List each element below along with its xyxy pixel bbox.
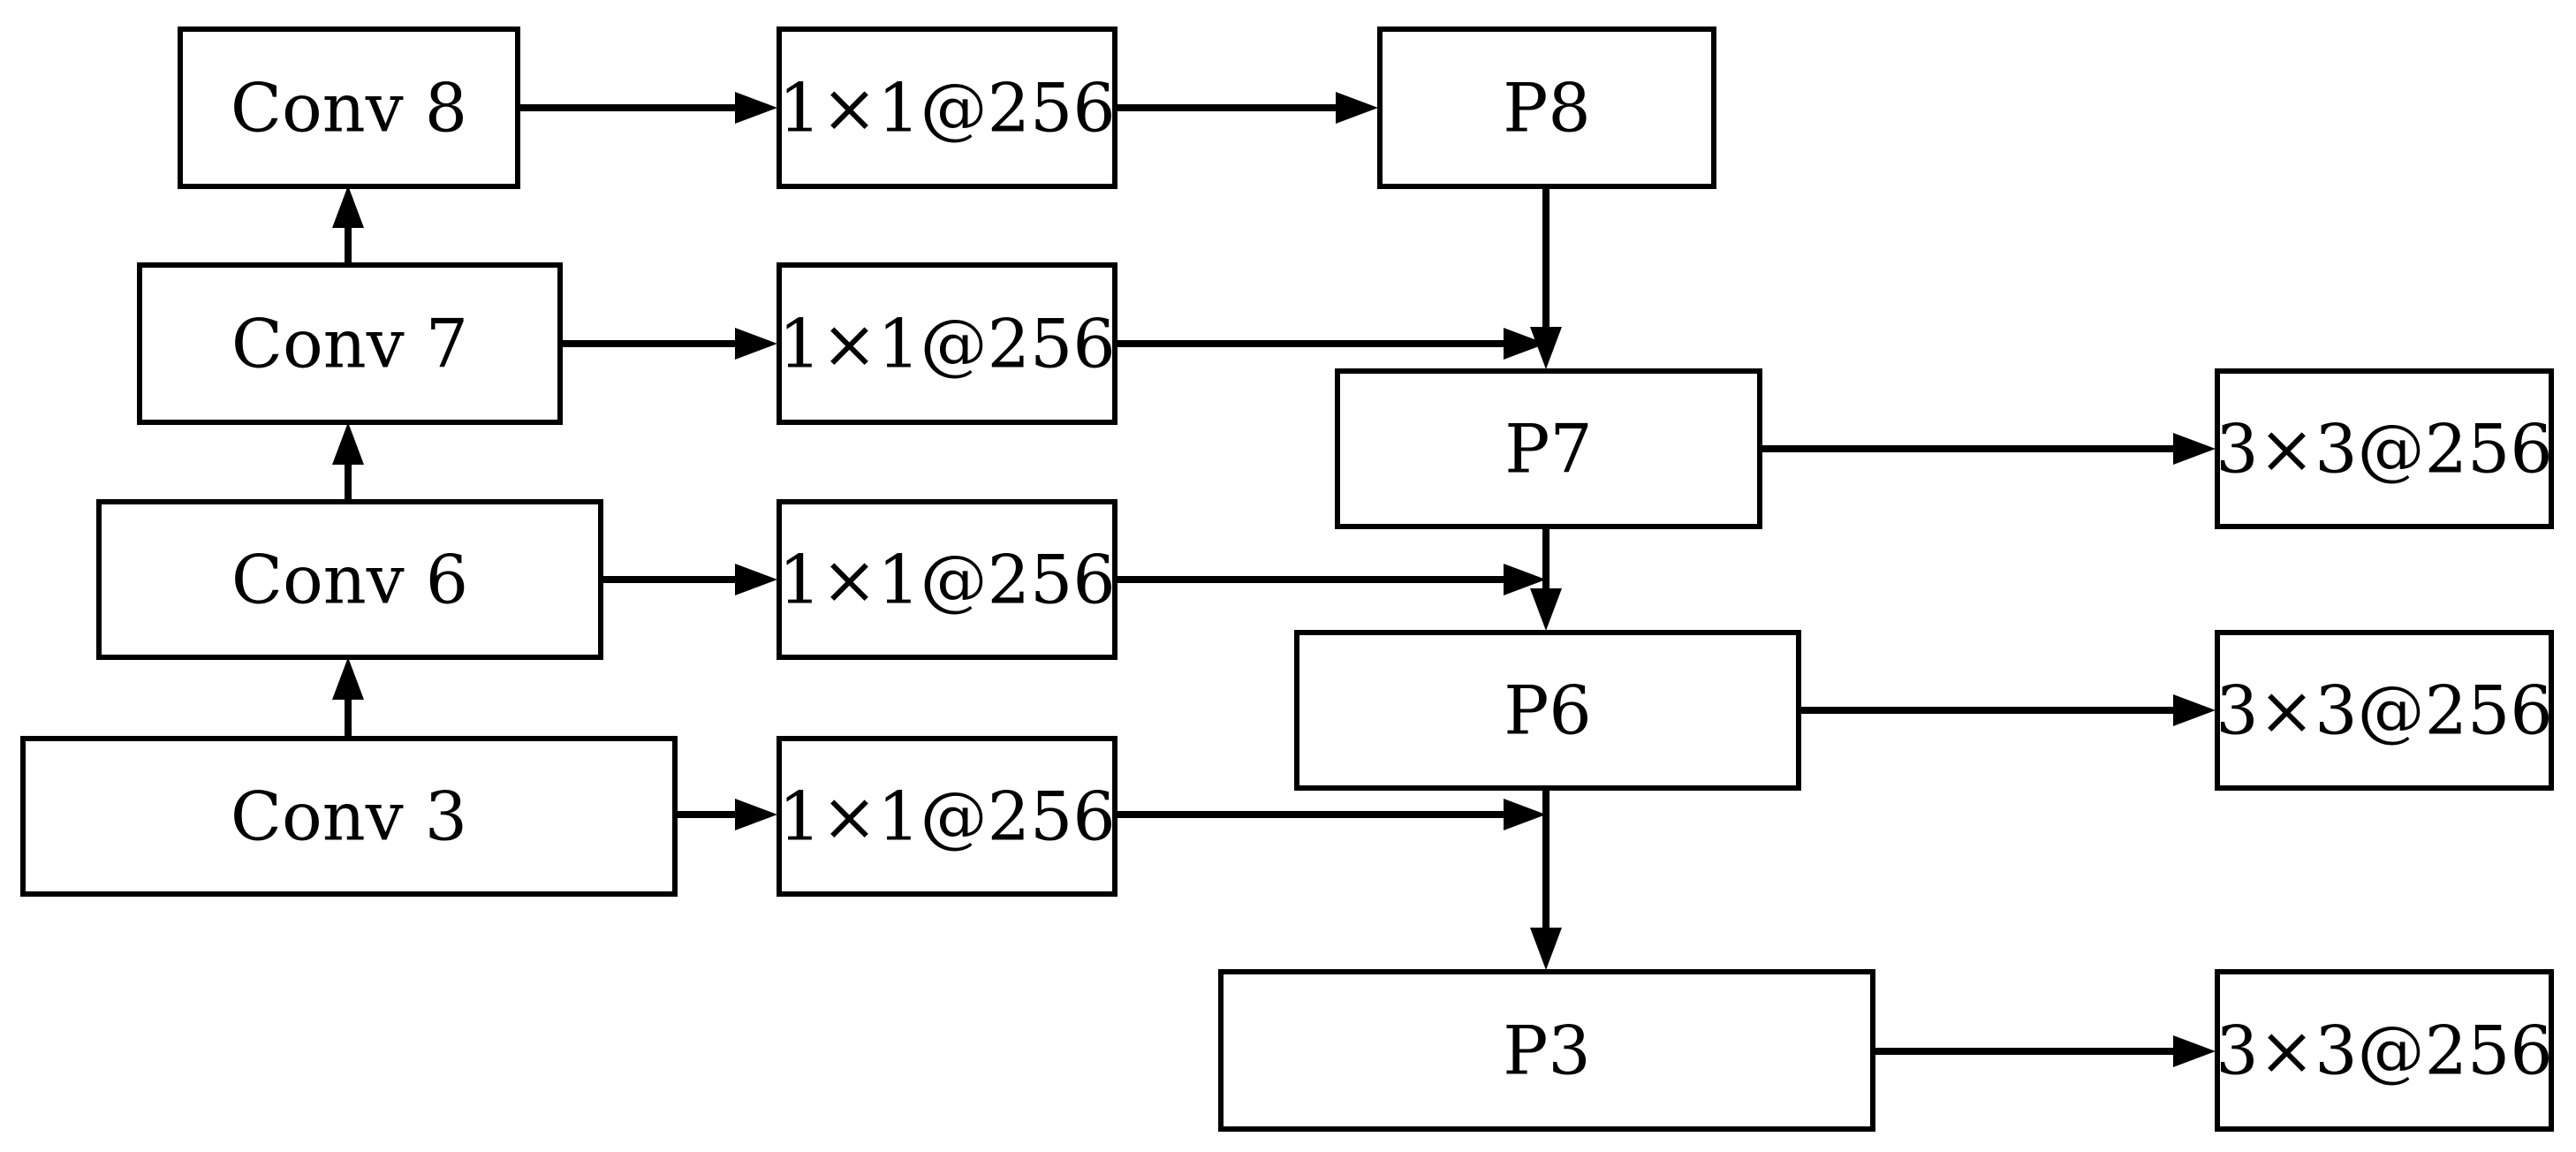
edge-lat8-to-p8: [1115, 92, 1378, 124]
edge-conv7-to-lat7: [560, 328, 777, 360]
node-conv3: Conv 3: [20, 736, 678, 897]
node-output-conv-6: 3×3@256: [2215, 630, 2554, 791]
node-lateral-conv-6: 1×1@256: [777, 499, 1118, 660]
node-p3-label: P3: [1503, 1012, 1591, 1090]
edge-lat6-to-p6: [1115, 564, 1546, 595]
node-lateral-conv-3: 1×1@256: [777, 736, 1118, 897]
node-conv3-label: Conv 3: [231, 777, 467, 856]
node-lateral-conv-6-label: 1×1@256: [778, 541, 1115, 619]
node-lateral-conv-8: 1×1@256: [777, 27, 1118, 189]
node-p8: P8: [1377, 27, 1716, 189]
node-p3: P3: [1218, 969, 1875, 1132]
node-p7: P7: [1335, 368, 1762, 529]
edge-p6-to-out6: [1799, 694, 2216, 726]
edge-conv3-to-lat3: [675, 799, 777, 830]
edge-p8-to-p7: [1530, 187, 1562, 369]
node-output-conv-3-label: 3×3@256: [2216, 1012, 2552, 1090]
edge-p3-to-out3: [1873, 1035, 2216, 1067]
node-conv6: Conv 6: [96, 499, 603, 660]
edge-p7-to-p6: [1530, 527, 1562, 631]
edge-conv7-to-conv8: [332, 186, 364, 265]
nodes: Conv 8 Conv 7 Conv 6 Conv 3 1×1@256 1×1@…: [20, 27, 2554, 1132]
node-p6: P6: [1294, 630, 1801, 791]
edge-conv8-to-lat8: [518, 92, 777, 124]
node-lateral-conv-7-label: 1×1@256: [778, 305, 1115, 383]
node-conv7: Conv 7: [137, 262, 563, 425]
edges: [332, 92, 2216, 1067]
node-p6-label: P6: [1504, 671, 1592, 750]
edge-lat3-to-p3: [1115, 799, 1546, 830]
node-p8-label: P8: [1503, 69, 1591, 148]
edge-conv3-to-conv6: [332, 657, 364, 739]
node-lateral-conv-7: 1×1@256: [777, 262, 1118, 425]
node-output-conv-3: 3×3@256: [2215, 969, 2554, 1132]
edge-p6-to-p3: [1530, 788, 1562, 970]
edge-p7-to-out7: [1760, 433, 2216, 465]
node-output-conv-7: 3×3@256: [2215, 368, 2554, 529]
edge-conv6-to-lat6: [601, 564, 777, 595]
node-lateral-conv-8-label: 1×1@256: [778, 69, 1115, 148]
node-conv6-label: Conv 6: [231, 541, 468, 619]
edge-lat7-to-p7: [1115, 328, 1546, 360]
node-output-conv-6-label: 3×3@256: [2216, 671, 2552, 750]
node-p7-label: P7: [1504, 410, 1593, 489]
edge-conv6-to-conv7: [332, 422, 364, 502]
node-output-conv-7-label: 3×3@256: [2216, 410, 2552, 489]
node-conv8-label: Conv 8: [231, 69, 467, 148]
node-conv7-label: Conv 7: [231, 305, 468, 383]
node-lateral-conv-3-label: 1×1@256: [778, 777, 1115, 856]
node-conv8: Conv 8: [178, 27, 520, 189]
